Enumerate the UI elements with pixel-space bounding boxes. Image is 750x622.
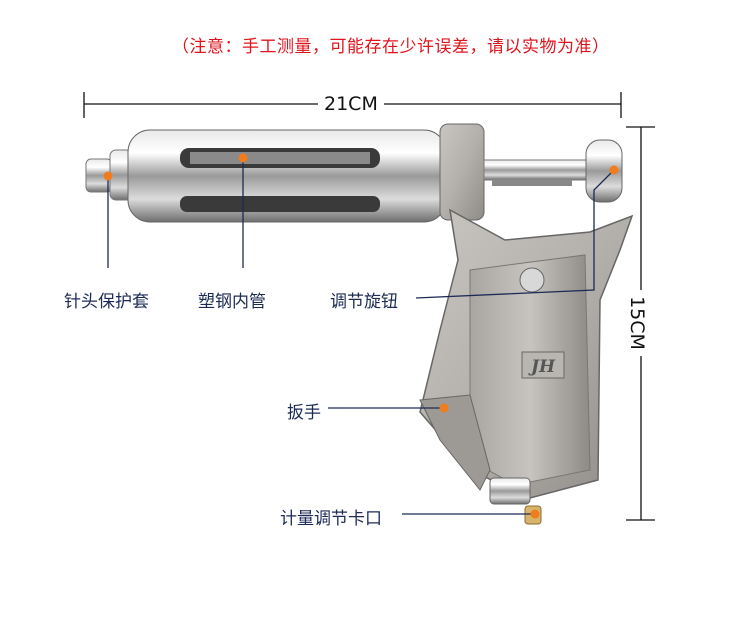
disclaimer-note: （注意：手工测量，可能存在少许误差，请以实物为准） xyxy=(172,37,610,57)
dose-clip xyxy=(489,477,542,525)
label-lever: 扳手 xyxy=(287,403,321,423)
label-steel-tube: 塑钢内管 xyxy=(198,292,266,312)
label-adjust-knob: 调节旋钮 xyxy=(330,292,398,312)
barrel xyxy=(127,129,447,223)
label-needle-cap: 针头保护套 xyxy=(64,292,149,312)
marker-steel-tube xyxy=(238,153,248,163)
jh-logo-plate xyxy=(521,351,565,379)
plunger-assembly xyxy=(439,123,623,221)
marker-dose-clip xyxy=(530,509,540,519)
callout-lines xyxy=(107,158,615,515)
marker-needle-cap xyxy=(103,171,113,181)
marker-adjust-knob xyxy=(609,165,619,175)
label-dose-clip: 计量调节卡口 xyxy=(280,509,382,529)
trigger-lever xyxy=(419,394,491,491)
width-label: 21CM xyxy=(318,93,384,115)
height-label: 15CM xyxy=(625,290,648,356)
callout-markers xyxy=(103,153,619,519)
jh-logo: JH xyxy=(528,357,556,377)
marker-lever xyxy=(439,403,449,413)
